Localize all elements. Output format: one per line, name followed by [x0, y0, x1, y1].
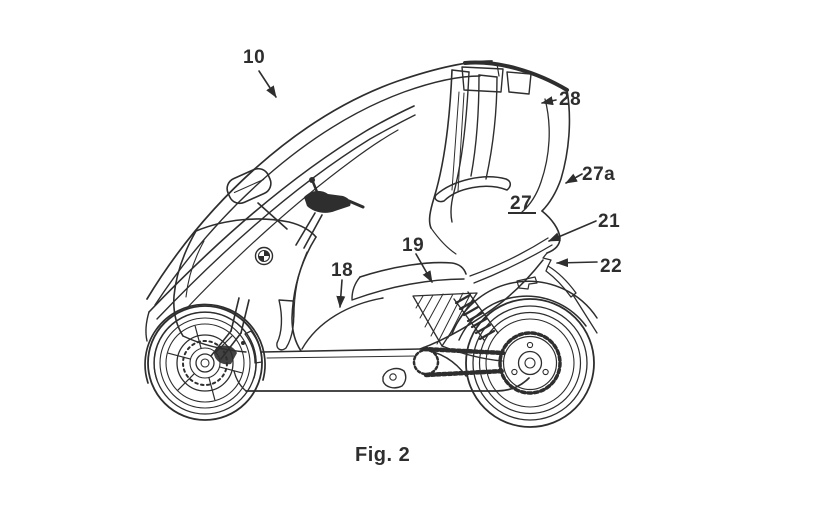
ref-label-21: 21 — [598, 211, 620, 232]
front-pulley — [412, 348, 440, 376]
front-wheel — [147, 305, 263, 421]
ref-label-19: 19 — [402, 235, 424, 256]
rear-sprocket — [498, 331, 562, 395]
seat-pan — [359, 261, 467, 278]
ref-label-27a: 27a — [582, 164, 615, 185]
roof-rear-edge — [541, 89, 571, 212]
roof-outer-line — [146, 60, 493, 300]
drive-chain — [412, 331, 562, 395]
cowl-top — [195, 218, 317, 238]
front-bodywork — [173, 218, 317, 353]
handlebar — [295, 177, 365, 249]
front-fender — [144, 303, 266, 384]
windshield — [145, 105, 416, 342]
roof-inner-line — [154, 75, 481, 306]
leader-10 — [258, 70, 277, 98]
leader-27a — [565, 173, 583, 184]
roof-canopy — [146, 60, 571, 306]
body-side-panels — [301, 237, 553, 350]
brake-lever — [347, 199, 365, 209]
brake-disc — [176, 334, 234, 392]
leader-18 — [336, 279, 346, 308]
swingarm — [412, 292, 503, 362]
leader-21 — [548, 220, 597, 242]
leader-28 — [541, 96, 557, 106]
leader-19 — [415, 253, 433, 283]
ref-label-28: 28 — [559, 89, 581, 110]
rear-suspension-spring — [453, 291, 499, 341]
mirror-arm — [257, 202, 288, 230]
roof-top-edge — [463, 60, 569, 92]
grab-handle — [434, 176, 511, 203]
leg-shield — [291, 236, 317, 352]
ref-label-18: 18 — [331, 260, 353, 281]
reference-numerals: 10 28 27a 27 21 22 19 18 — [243, 47, 622, 281]
tail-fin — [545, 265, 577, 298]
center-stand — [382, 367, 407, 389]
mudflap — [572, 294, 598, 334]
ref-label-10: 10 — [243, 47, 265, 68]
figure-caption: Fig. 2 — [355, 444, 410, 466]
leader-lines — [258, 70, 598, 308]
front-spokes — [167, 325, 243, 401]
ref-label-22: 22 — [600, 256, 622, 277]
mirror — [226, 167, 272, 205]
leader-22 — [556, 258, 598, 268]
step-trim — [276, 299, 295, 351]
nose-edge — [173, 230, 197, 337]
rear-wheel — [465, 298, 595, 428]
headrest-block — [461, 66, 504, 93]
brand-roundel — [254, 246, 274, 266]
ref-label-27: 27 — [510, 193, 532, 214]
